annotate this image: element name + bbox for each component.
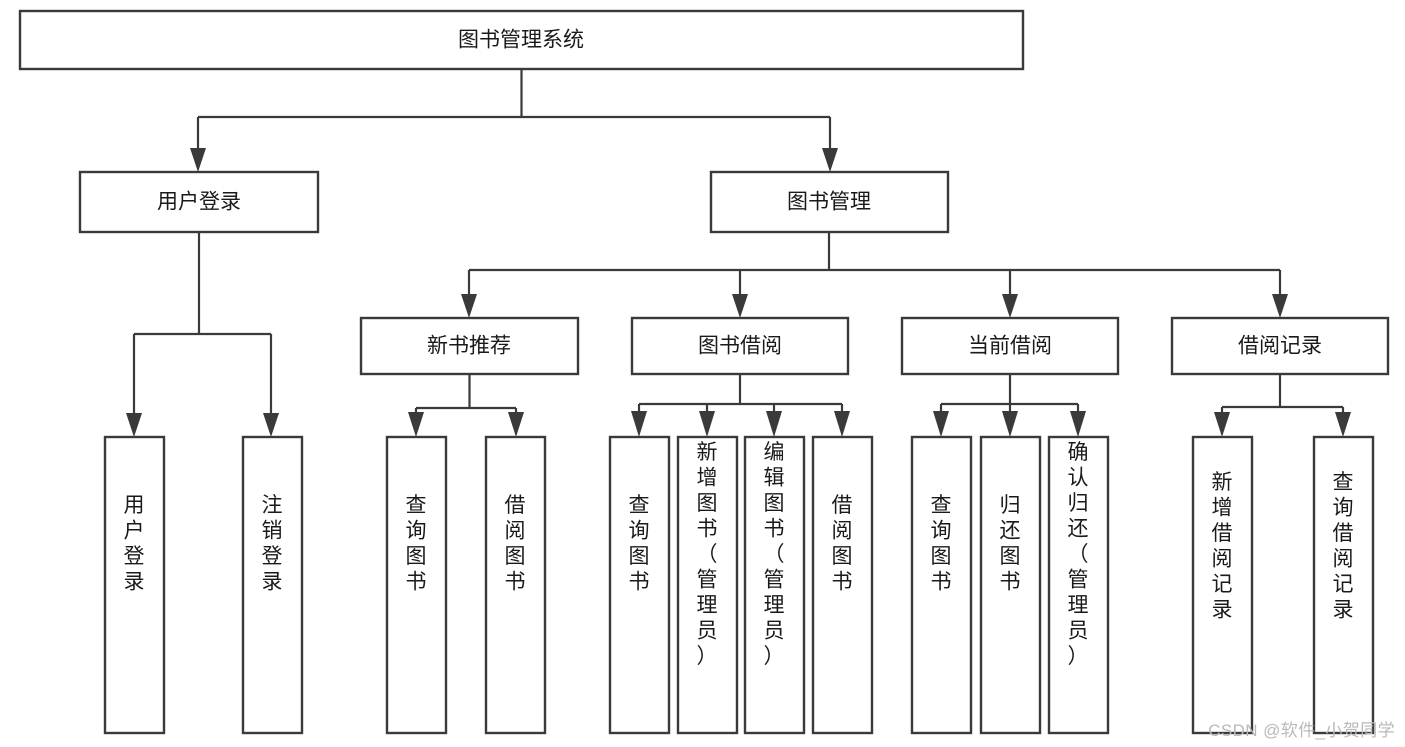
leaf-node-borrow-book-new-box[interactable] (484, 435, 547, 735)
arrow-head-icon (461, 294, 477, 318)
leaf-node-add-book-admin-box[interactable] (676, 435, 739, 735)
leaf-node-user-login-label: 用户登录 (124, 494, 145, 594)
leaf-node-query-book-current[interactable]: 查询图书 (910, 435, 973, 735)
arrow-head-icon (1002, 294, 1018, 318)
leaf-node-query-book-current-box[interactable] (910, 435, 973, 735)
leaf-node-edit-book-admin-label: 编辑图书（管理员） (764, 441, 785, 668)
node-book-borrow-label: 图书借阅 (698, 335, 782, 358)
node-root-box[interactable] (18, 9, 1025, 71)
leaf-node-add-book-admin-label: 新增图书（管理员） (697, 441, 718, 668)
node-book-management-label: 图书管理 (787, 191, 871, 214)
leaf-node-edit-book-admin[interactable]: 编辑图书（管理员） (743, 435, 806, 735)
connector-group-record (1214, 374, 1351, 437)
leaf-node-user-login[interactable]: 用户登录 (103, 435, 166, 735)
node-book-management[interactable]: 图书管理 (709, 170, 950, 234)
leaf-node-borrow-book[interactable]: 借阅图书 (811, 435, 874, 735)
leaf-node-confirm-return-admin[interactable]: 确认归还（管理员） (1047, 435, 1110, 735)
node-current-borrow-label: 当前借阅 (968, 335, 1052, 358)
connector-group-login (126, 232, 279, 437)
leaf-node-query-book-new-label: 查询图书 (406, 494, 427, 594)
leaf-node-query-borrow-record-box[interactable] (1312, 435, 1375, 735)
node-current-borrow[interactable]: 当前借阅 (900, 316, 1120, 376)
node-root[interactable]: 图书管理系统 (18, 9, 1025, 71)
node-book-borrow-box[interactable] (630, 316, 850, 376)
arrow-head-icon (190, 148, 206, 172)
node-borrow-record[interactable]: 借阅记录 (1170, 316, 1390, 376)
arrow-head-icon (1272, 294, 1288, 318)
node-new-book-recommend-box[interactable] (359, 316, 580, 376)
leaf-node-logout-box[interactable] (241, 435, 304, 735)
leaf-node-query-book-borrow-box[interactable] (608, 435, 671, 735)
connector-group-new (408, 374, 524, 437)
arrow-head-icon (732, 294, 748, 318)
node-borrow-record-box[interactable] (1170, 316, 1390, 376)
arrow-head-icon (508, 412, 524, 437)
leaf-node-query-borrow-record[interactable]: 查询借阅记录 (1312, 435, 1375, 735)
leaf-node-borrow-book-box[interactable] (811, 435, 874, 735)
node-borrow-record-label: 借阅记录 (1238, 335, 1322, 358)
leaf-node-logout[interactable]: 注销登录 (241, 435, 304, 735)
leaf-node-return-book-box[interactable] (979, 435, 1042, 735)
node-current-borrow-box[interactable] (900, 316, 1120, 376)
leaf-node-query-borrow-record-label: 查询借阅记录 (1333, 471, 1354, 622)
leaf-node-query-book-current-label: 查询图书 (931, 494, 952, 594)
leaf-node-borrow-book-new[interactable]: 借阅图书 (484, 435, 547, 735)
leaf-node-add-borrow-record-box[interactable] (1191, 435, 1254, 735)
leaf-node-query-book-borrow-label: 查询图书 (629, 494, 650, 594)
leaf-node-add-borrow-record-label: 新增借阅记录 (1212, 471, 1233, 622)
arrow-head-icon (1335, 412, 1351, 437)
arrow-head-icon (822, 148, 838, 172)
node-new-book-recommend-label: 新书推荐 (427, 335, 511, 358)
node-user-login-label: 用户登录 (157, 191, 241, 214)
node-user-login[interactable]: 用户登录 (78, 170, 320, 234)
leaf-node-query-book-new[interactable]: 查询图书 (385, 435, 448, 735)
leaf-node-edit-book-admin-box[interactable] (743, 435, 806, 735)
arrow-head-icon (699, 411, 715, 437)
leaf-node-user-login-box[interactable] (103, 435, 166, 735)
node-user-login-box[interactable] (78, 170, 320, 234)
node-root-label: 图书管理系统 (458, 29, 584, 52)
leaf-node-confirm-return-admin-box[interactable] (1047, 435, 1110, 735)
arrow-head-icon (1214, 412, 1230, 437)
arrow-head-icon (408, 412, 424, 437)
leaf-node-add-book-admin[interactable]: 新增图书（管理员） (676, 435, 739, 735)
arrow-head-icon (1070, 411, 1086, 437)
leaf-node-return-book[interactable]: 归还图书 (979, 435, 1042, 735)
node-book-management-box[interactable] (709, 170, 950, 234)
leaf-node-borrow-book-new-label: 借阅图书 (505, 494, 526, 594)
arrow-head-icon (631, 411, 647, 437)
leaf-node-confirm-return-admin-label: 确认归还（管理员） (1068, 441, 1089, 668)
arrow-head-icon (126, 413, 142, 437)
arrow-head-icon (933, 411, 949, 437)
arrow-head-icon (263, 413, 279, 437)
leaf-node-query-book-new-box[interactable] (385, 435, 448, 735)
connector-group-bookmgmt (461, 232, 1288, 318)
arrow-head-icon (834, 411, 850, 437)
arrow-head-icon (1002, 411, 1018, 437)
leaf-node-logout-label: 注销登录 (262, 494, 283, 594)
leaf-node-query-book-borrow[interactable]: 查询图书 (608, 435, 671, 735)
leaf-node-return-book-label: 归还图书 (1000, 494, 1021, 594)
connector-group-root (190, 69, 838, 172)
csdn-watermark: CSDN @软件_小贺同学 (1208, 721, 1395, 740)
leaf-node-add-borrow-record[interactable]: 新增借阅记录 (1191, 435, 1254, 735)
node-new-book-recommend[interactable]: 新书推荐 (359, 316, 580, 376)
node-book-borrow[interactable]: 图书借阅 (630, 316, 850, 376)
arrow-head-icon (766, 411, 782, 437)
connector-group-current (933, 374, 1086, 437)
connector-group-borrow (631, 374, 850, 437)
leaf-node-borrow-book-label: 借阅图书 (832, 494, 853, 594)
